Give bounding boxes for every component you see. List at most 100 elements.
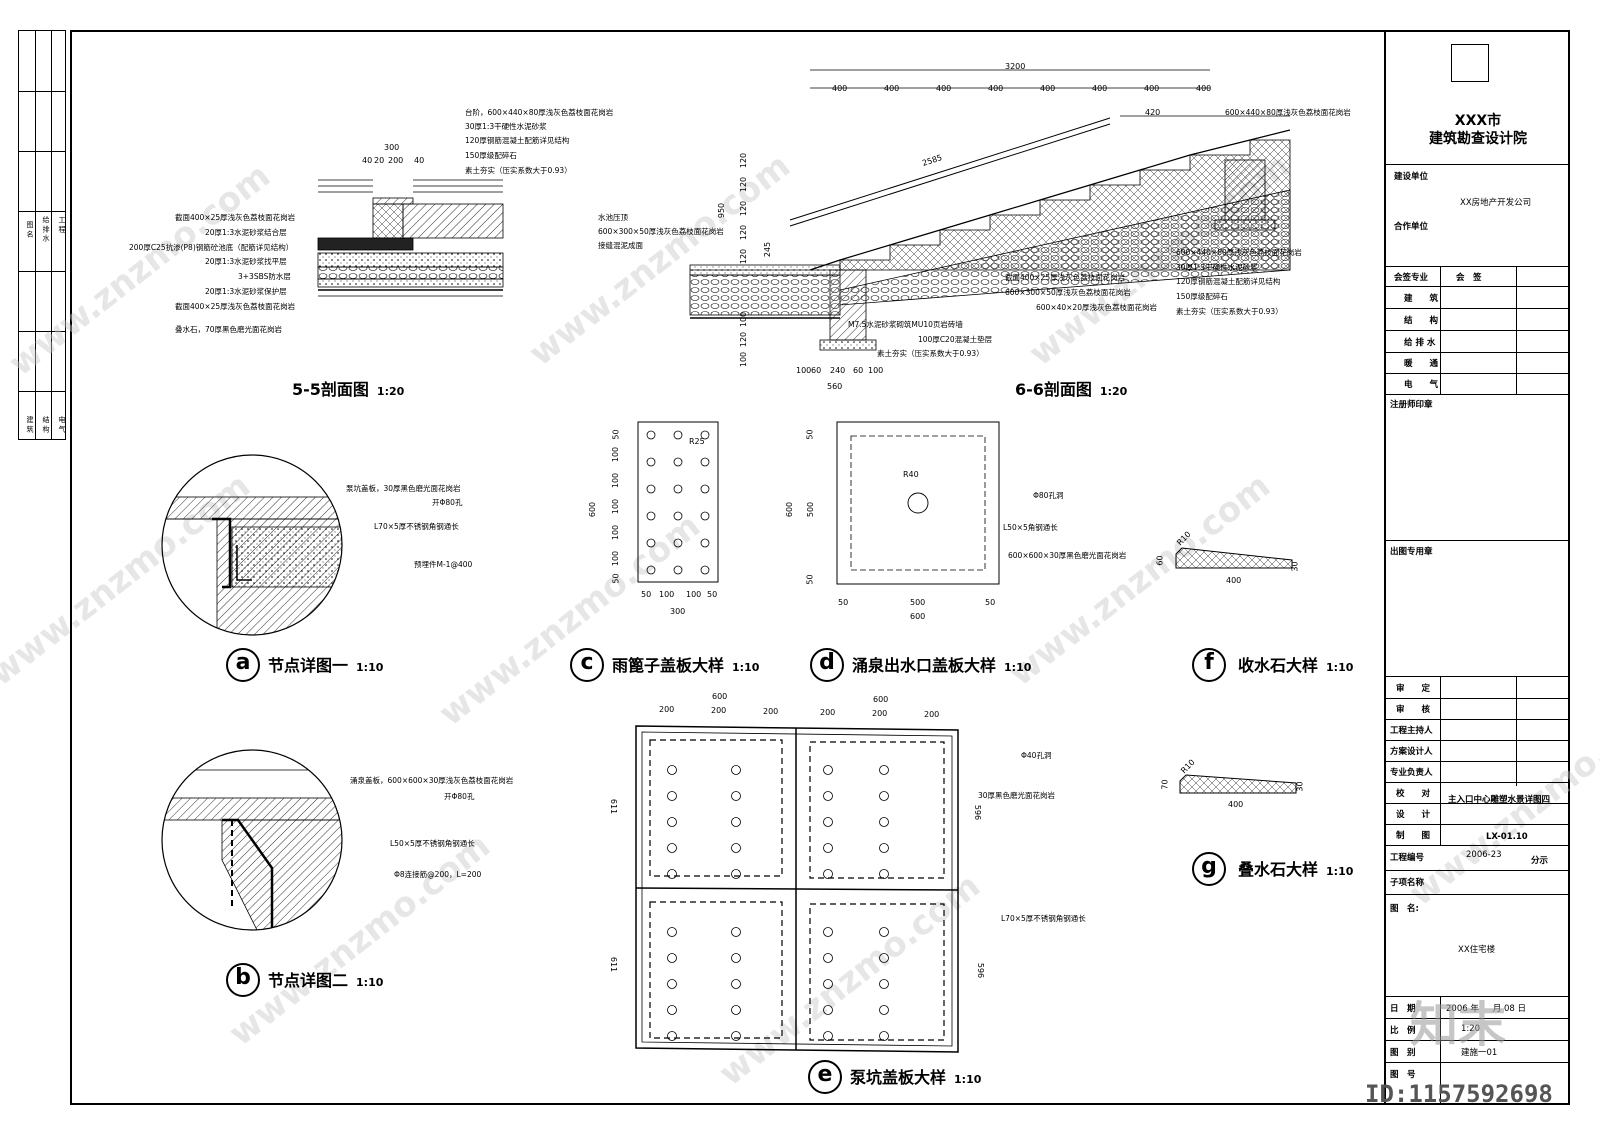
strip-label-1: 图 名: [26, 221, 34, 238]
dim-600: 600: [712, 692, 728, 701]
dim-120: 120: [739, 176, 749, 193]
pump-hole: [731, 843, 741, 853]
note: 150厚级配碎石: [465, 151, 517, 160]
detail-marker-g: g: [1192, 852, 1226, 886]
pump-hole: [731, 1031, 741, 1041]
note: 120厚钢筋混凝土配筋详见结构: [465, 136, 570, 145]
project-no-value: 2006-23: [1466, 850, 1502, 860]
dim-200: 200: [388, 156, 404, 165]
dim-611: 611: [609, 798, 619, 815]
dim-60: 60: [811, 366, 822, 375]
countersign-row: 给 排 水: [1404, 338, 1436, 348]
dim-400: 400: [1040, 84, 1056, 93]
note: 100厚C20混凝土垫层: [918, 335, 993, 344]
note: 600×440×80厚浅灰色荔枝面花岗岩: [1225, 108, 1351, 117]
dim-400: 400: [832, 84, 848, 93]
dim-400: 400: [988, 84, 1004, 93]
note: 30厚1:3干硬性水泥砂浆: [1176, 263, 1258, 272]
dim-20: 20: [374, 156, 385, 165]
note: 台阶，600×440×80厚浅灰色荔枝面花岗岩: [465, 108, 614, 117]
stamp-label: 注册师印章: [1390, 400, 1433, 410]
logo-box: [1451, 44, 1489, 82]
dim-40: 40: [362, 156, 373, 165]
pump-hole: [667, 1005, 677, 1015]
strip-label-2: 给 排 水: [42, 216, 50, 242]
dim-596: 596: [976, 962, 986, 979]
dim-100: 100: [868, 366, 884, 375]
pump-hole: [731, 791, 741, 801]
pump-hole: [823, 765, 833, 775]
drain-hole: [700, 538, 710, 548]
category-label: 图 别: [1390, 1048, 1416, 1058]
detail-b-drawing: [161, 749, 343, 931]
drain-hole: [673, 484, 683, 494]
pump-hole: [667, 1031, 677, 1041]
dim-245: 245: [763, 241, 773, 258]
dim-600: 600: [910, 612, 926, 621]
note: 600×300×50厚浅灰色荔枝面花岗岩: [1005, 288, 1131, 297]
pump-hole: [823, 1031, 833, 1041]
drawing-code: LX-01.10: [1486, 832, 1528, 842]
note: 截面400×25厚浅灰色荔枝面花岗岩: [1005, 273, 1126, 282]
drain-hole: [646, 484, 656, 494]
dim-50: 50: [805, 574, 815, 585]
dim-100: 100: [659, 590, 675, 599]
note: 截面400×25厚浅灰色荔枝面花岗岩: [175, 302, 296, 311]
dim-100: 100: [739, 311, 749, 328]
drain-hole: [700, 430, 710, 440]
countersign-row: 电 气: [1404, 380, 1439, 390]
pump-hole: [879, 843, 889, 853]
dim-400: 400: [1092, 84, 1108, 93]
note: 接缝混泥成面: [598, 241, 643, 250]
dim-400: 400: [1144, 84, 1160, 93]
drain-hole: [646, 430, 656, 440]
dim-100: 100: [611, 472, 621, 489]
pump-hole: [731, 953, 741, 963]
dim-100: 100: [686, 590, 702, 599]
dim-200: 200: [820, 708, 836, 717]
note: 截面400×25厚浅灰色荔枝面花岗岩: [175, 213, 296, 222]
drain-hole: [673, 430, 683, 440]
dim-500: 500: [806, 501, 816, 518]
pump-hole: [879, 1031, 889, 1041]
note: 600×600×30厚黑色磨光面花岗岩: [1008, 551, 1127, 560]
dim-600: 600: [873, 695, 889, 704]
dim-50: 50: [805, 429, 815, 440]
note: 素土夯实（压实系数大于0.93）: [877, 349, 984, 358]
note: 20厚1:3水泥砂浆结合层: [205, 228, 287, 237]
detail-a-drawing: [161, 454, 343, 636]
dim-950: 950: [717, 202, 727, 219]
note: 150厚级配碎石: [1176, 292, 1228, 301]
ratio-label: 比 例: [1390, 1026, 1416, 1036]
drain-hole: [646, 538, 656, 548]
drain-hole: [700, 565, 710, 575]
drain-hole: [673, 511, 683, 521]
pump-hole: [879, 869, 889, 879]
dim-50: 50: [707, 590, 718, 599]
pump-hole: [823, 953, 833, 963]
pump-hole: [731, 765, 741, 775]
dim-500: 500: [910, 598, 926, 607]
detail-marker-e: e: [808, 1060, 842, 1094]
pump-hole: [667, 953, 677, 963]
role-label: 审 定: [1396, 684, 1431, 694]
partner-label: 合作单位: [1394, 222, 1429, 232]
drain-hole: [673, 457, 683, 467]
note: 叠水石，70厚黑色磨光面花岗岩: [175, 325, 283, 334]
dim-400: 400: [1228, 800, 1244, 809]
dim-200: 200: [711, 706, 727, 715]
dim-600: 600: [785, 501, 795, 518]
countersign-sign: 会 签: [1456, 273, 1482, 283]
drawing-frame: [70, 30, 1570, 1105]
dim-400: 400: [884, 84, 900, 93]
date-label: 日 期: [1390, 1004, 1416, 1014]
note: 30厚1:3干硬性水泥砂浆: [465, 122, 547, 131]
dim-420: 420: [1145, 108, 1161, 117]
detail-marker-a: a: [226, 648, 260, 682]
countersign-row: 暖 通: [1404, 359, 1439, 369]
detail-marker-f: f: [1192, 648, 1226, 682]
detail-g-drawing: [1179, 774, 1297, 794]
